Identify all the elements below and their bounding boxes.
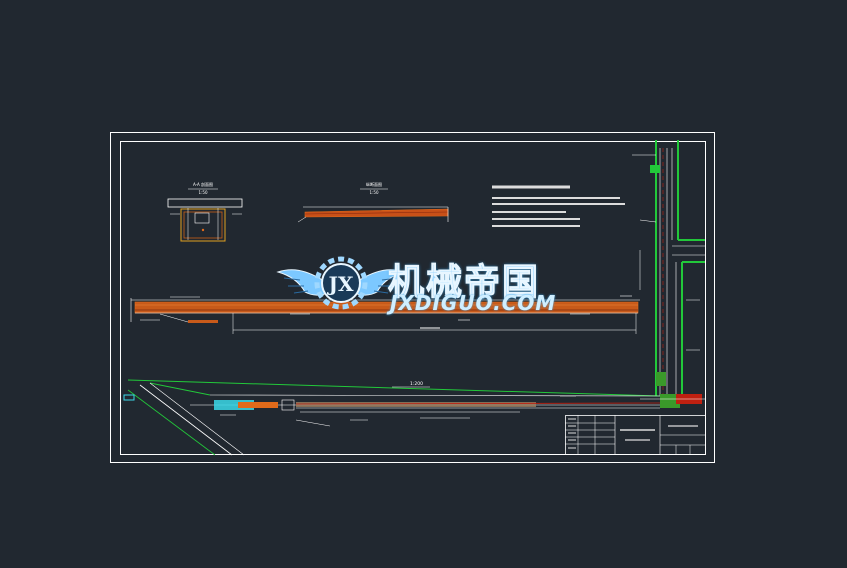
gear-icon (314, 256, 368, 310)
title-block (565, 415, 706, 455)
section-title-2: 纵断面图 (366, 181, 382, 187)
section-detail-2: 纵断面图 1:50 (297, 181, 449, 223)
pipe-profile (130, 295, 640, 334)
watermark-text-en: JXDIGUO.COM (390, 291, 557, 315)
watermark-logo: JX (276, 256, 406, 310)
section-scale-2: 1:50 (370, 190, 379, 195)
inner-frame (120, 141, 706, 455)
section-scale-1: 1:50 (199, 190, 208, 195)
plan-scale-label: 1:200 (410, 381, 423, 387)
section-title-1: A-A 剖面图 (193, 181, 213, 187)
logo-letters: JX (327, 272, 354, 296)
section-detail-aa: A-A 剖面图 1:50 (167, 181, 243, 242)
outer-frame (110, 132, 715, 463)
watermark-text-cn: 机械帝国 (387, 262, 541, 304)
plan-vertical-strip (632, 140, 705, 396)
wing-icon (276, 269, 406, 296)
notes-block (492, 185, 625, 227)
plan-view: 1:200 (123, 379, 705, 456)
